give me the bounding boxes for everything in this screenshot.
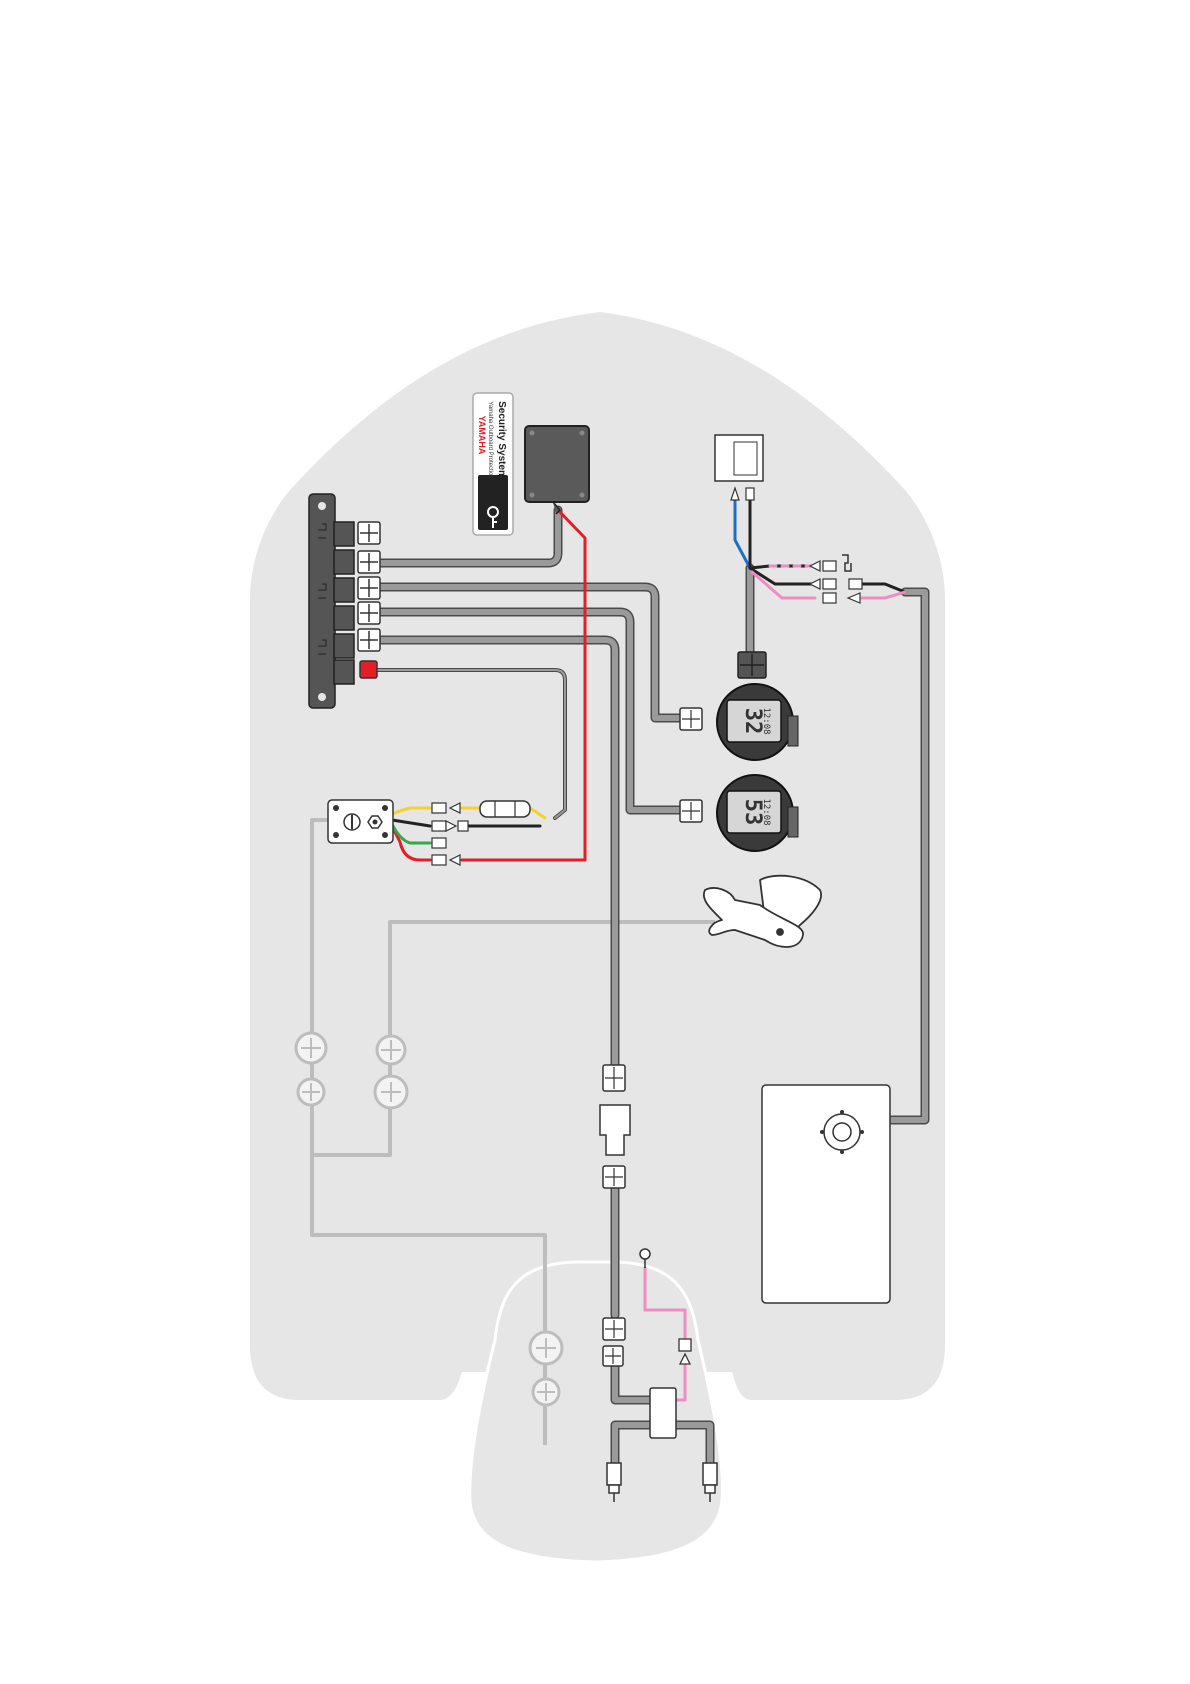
junction-box: [650, 1388, 676, 1438]
harness-connector: [738, 652, 766, 678]
fuel-tank-icon: [762, 1085, 890, 1303]
security-card-brand: YAMAHA: [477, 416, 487, 455]
grommet-icon: [533, 1379, 559, 1405]
boat-hull: [250, 312, 945, 1562]
grommet-icon: [298, 1079, 324, 1105]
keyswitch-icon: [328, 800, 393, 843]
gauge-2-secondary: 12:08: [761, 798, 771, 825]
security-module-icon: [525, 426, 589, 514]
security-card: YAMAHA Yamaha Outboard Protection Securi…: [473, 393, 513, 535]
security-card-title: Security System: [496, 401, 507, 479]
splice-connector: [480, 801, 530, 817]
grommet-icon: [296, 1033, 326, 1063]
security-card-subtitle: Yamaha Outboard Protection: [487, 401, 493, 478]
grommet-icon: [375, 1076, 407, 1108]
hull-stern-outline: [470, 1262, 723, 1562]
gauge-1-secondary: 12:08: [761, 707, 771, 734]
grommet-icon: [377, 1036, 405, 1064]
grommet-icon: [530, 1332, 562, 1364]
